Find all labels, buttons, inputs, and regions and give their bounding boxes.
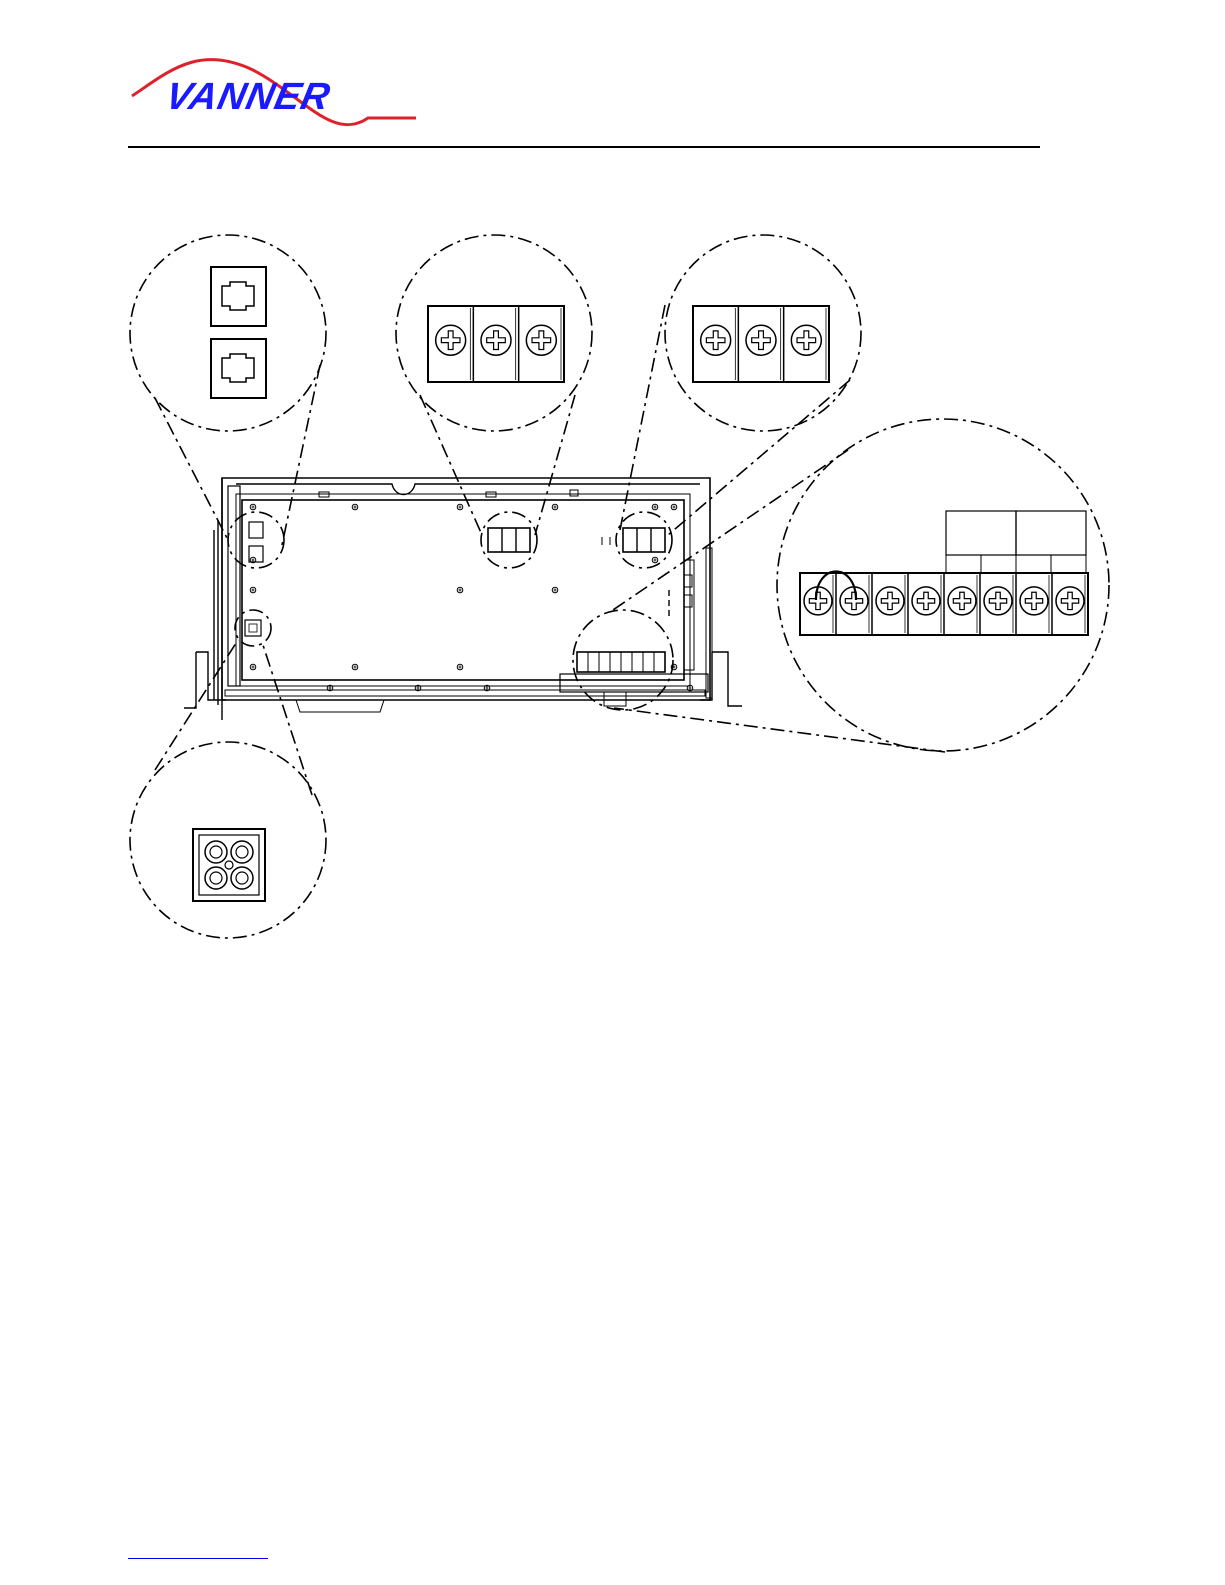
leader-line (262, 642, 312, 795)
mounting-screw (250, 664, 256, 670)
source-circle-terminal-left (481, 512, 537, 568)
mounting-screw (552, 587, 558, 593)
callout-circle-power-connector (130, 742, 326, 938)
label-box (946, 511, 1016, 555)
unit-terminal-left (488, 528, 530, 552)
label-box (1016, 511, 1086, 555)
mounting-screw (671, 504, 677, 510)
comm-ports (211, 267, 266, 398)
terminal-screw-icon (481, 325, 511, 355)
leader-line (420, 395, 482, 535)
mounting-screw (250, 587, 256, 593)
callout-circle-terminal-bottom (777, 419, 1109, 751)
unit-rj-port (249, 522, 263, 538)
unit-terminal-right (623, 528, 665, 552)
terminal-block-right (693, 306, 829, 382)
mounting-screw (352, 504, 358, 510)
four-pin-connector-icon (193, 829, 265, 901)
unit-power-connector (245, 620, 261, 636)
terminal-screw-icon (840, 587, 868, 615)
mounting-screw (552, 504, 558, 510)
leader-line (282, 365, 320, 545)
terminal-screw-icon (912, 587, 940, 615)
terminal-screw-icon (1056, 587, 1084, 615)
terminal-screw-icon (804, 587, 832, 615)
rj-jack-icon (211, 339, 266, 398)
mounting-screw (457, 664, 463, 670)
leader-line (155, 398, 228, 540)
mounting-screw (652, 557, 658, 563)
leader-line (535, 395, 575, 535)
mounting-screw (457, 504, 463, 510)
terminal-screw-icon (1020, 587, 1048, 615)
terminal-screw-icon (526, 325, 556, 355)
mounting-screw (652, 504, 658, 510)
terminal-screw-icon (876, 587, 904, 615)
terminal-block-bottom (800, 511, 1088, 635)
terminal-screw-icon (791, 325, 821, 355)
terminal-block-left (428, 306, 564, 382)
mounting-screw (250, 504, 256, 510)
footer-link-rule (128, 1558, 268, 1559)
mounting-screw (457, 587, 463, 593)
terminal-screw-icon (948, 587, 976, 615)
source-circle-terminal-right (616, 512, 672, 568)
terminal-screw-icon (984, 587, 1012, 615)
callout-circle-comm-ports (130, 235, 326, 431)
terminal-screw-icon (436, 325, 466, 355)
rj-jack-icon (211, 267, 266, 326)
mounting-screw (352, 664, 358, 670)
leader-line (614, 708, 945, 752)
terminal-screw-icon (701, 325, 731, 355)
leader-line (620, 305, 665, 530)
terminal-screw-icon (746, 325, 776, 355)
